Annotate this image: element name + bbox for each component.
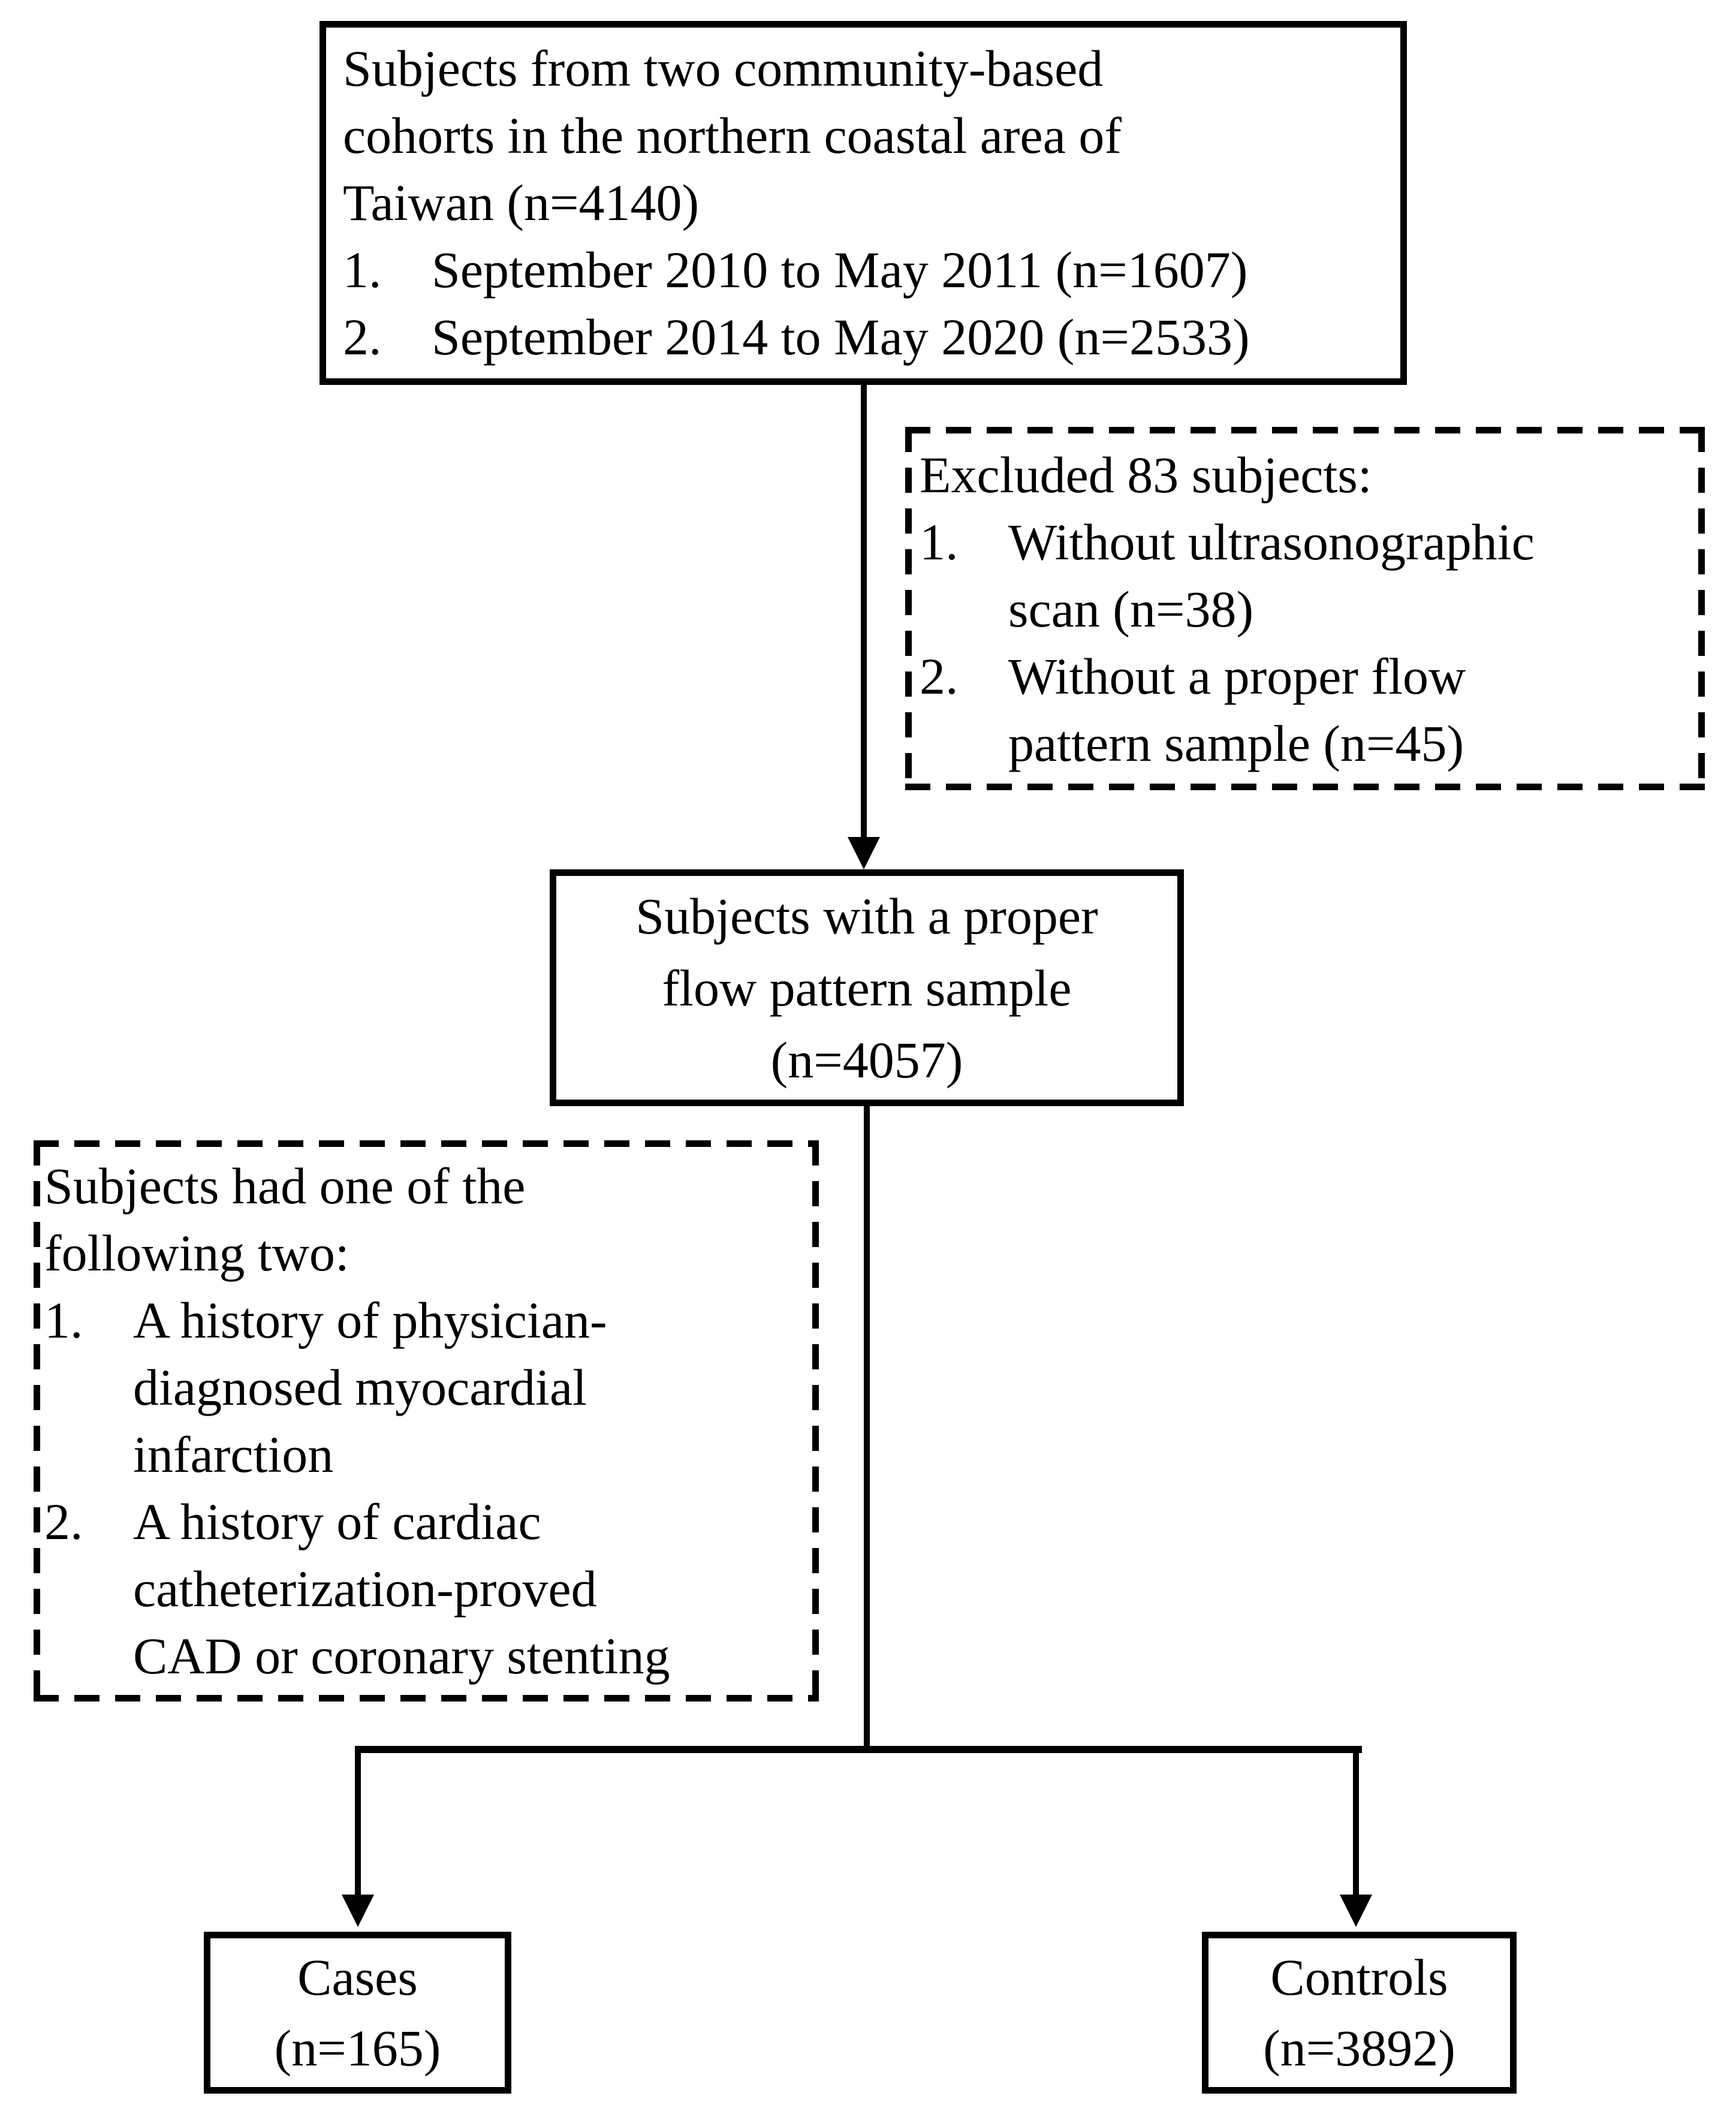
dashed-border-edge	[905, 784, 1705, 790]
list-text: September 2014 to May 2020 (n=2533)	[432, 308, 1250, 366]
list-number: 2.	[343, 308, 382, 366]
connector-cohort-to-proper	[861, 385, 867, 838]
criteria-box-content: Subjects had one of the following two: 1…	[34, 1140, 819, 1702]
cases-box: Cases (n=165)	[204, 1932, 511, 2094]
criteria-item-1: 1. A history of physician- diagnosed myo…	[44, 1287, 810, 1488]
arrowhead-down-icon	[1340, 1895, 1372, 1927]
list-number: 2.	[920, 648, 959, 705]
excluded-item-1: 1. Without ultrasonographic scan (n=38)	[920, 508, 1693, 643]
dashed-border-edge	[34, 1695, 819, 1702]
arrowhead-down-icon	[848, 837, 880, 869]
excluded-box-content: Excluded 83 subjects: 1. Without ultraso…	[905, 427, 1705, 790]
list-number: 1.	[44, 1291, 83, 1349]
arrowhead-down-icon	[342, 1895, 374, 1927]
list-text: September 2010 to May 2011 (n=1607)	[432, 241, 1248, 299]
controls-text: Controls (n=3892)	[1263, 1949, 1455, 2077]
connector-branch-to-controls	[1353, 1746, 1359, 1895]
list-text: Without ultrasonographic scan (n=38)	[1008, 513, 1535, 638]
cohort-item-2: 2. September 2014 to May 2020 (n=2533)	[343, 303, 1385, 371]
cases-text: Cases (n=165)	[274, 1949, 441, 2077]
list-number: 1.	[343, 241, 382, 299]
dashed-border-edge	[905, 427, 1705, 433]
cohort-item-1: 1. September 2010 to May 2011 (n=1607)	[343, 236, 1385, 303]
criteria-intro-text: Subjects had one of the following two:	[44, 1157, 526, 1282]
connector-proper-to-branch	[864, 1106, 870, 1753]
dashed-border-edge	[34, 1140, 40, 1702]
controls-box: Controls (n=3892)	[1202, 1932, 1517, 2094]
excluded-item-2: 2. Without a proper flow pattern sample …	[920, 643, 1693, 777]
list-text: A history of physician- diagnosed myocar…	[133, 1291, 607, 1483]
proper-sample-text: Subjects with a proper flow pattern samp…	[635, 887, 1098, 1089]
dashed-border-edge	[34, 1140, 819, 1147]
excluded-intro-text: Excluded 83 subjects:	[920, 446, 1372, 504]
dashed-border-edge	[905, 427, 912, 790]
list-text: A history of cardiac catheterization-pro…	[133, 1493, 670, 1685]
branch-horizontal-line	[355, 1746, 1362, 1753]
dashed-border-edge	[1698, 427, 1705, 790]
cohort-intro-text: Subjects from two community-based cohort…	[343, 40, 1122, 231]
cohort-box-content: Subjects from two community-based cohort…	[326, 28, 1400, 378]
list-number: 2.	[44, 1493, 83, 1550]
cohort-box: Subjects from two community-based cohort…	[320, 21, 1407, 385]
criteria-box: Subjects had one of the following two: 1…	[34, 1140, 819, 1702]
connector-branch-to-cases	[355, 1746, 361, 1895]
proper-sample-box: Subjects with a proper flow pattern samp…	[550, 869, 1184, 1106]
dashed-border-edge	[812, 1140, 819, 1702]
list-text: Without a proper flow pattern sample (n=…	[1008, 648, 1466, 772]
excluded-box: Excluded 83 subjects: 1. Without ultraso…	[905, 427, 1705, 790]
criteria-item-2: 2. A history of cardiac catheterization-…	[44, 1488, 810, 1690]
list-number: 1.	[920, 513, 959, 571]
